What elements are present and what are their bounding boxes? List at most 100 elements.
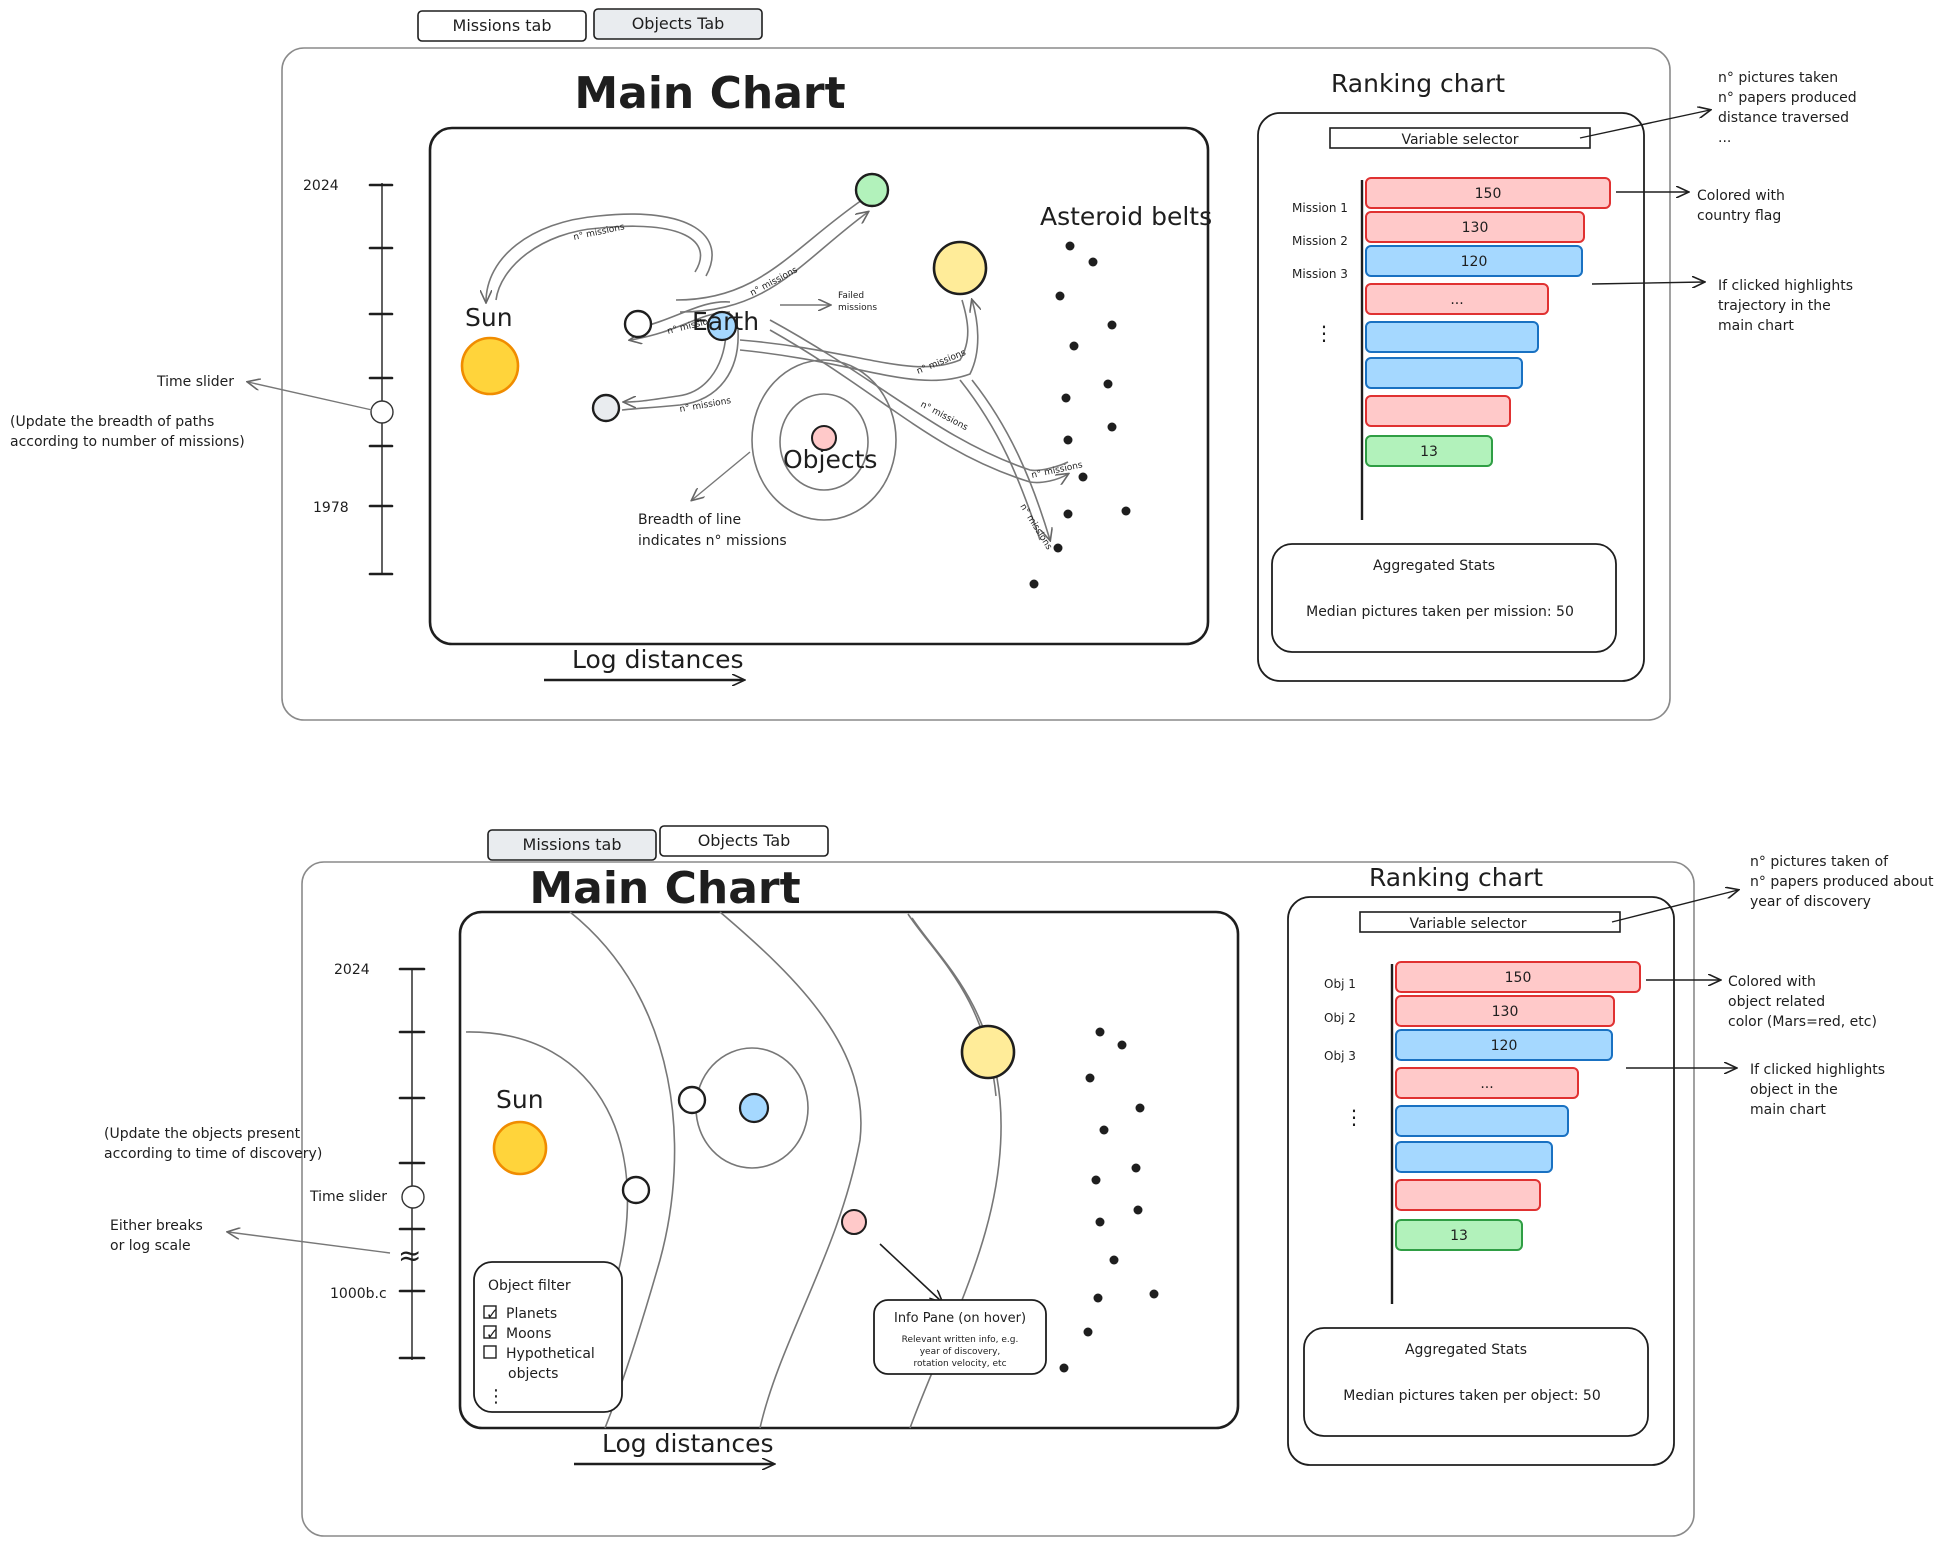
x-axis-label: Log distances: [572, 645, 744, 674]
failed-missions-line-1: Failed: [838, 291, 864, 301]
time-slider[interactable]: ≈: [398, 967, 426, 1360]
jupiter-body[interactable]: [960, 1024, 1016, 1080]
objects-orbit-outer: [751, 359, 897, 521]
selector-note-line-1: n° pictures taken of: [1750, 854, 1889, 870]
info-pane-line-2: year of discovery,: [920, 1347, 1001, 1357]
ranking-bar-label-2: 130: [1492, 1004, 1519, 1020]
ranking-bar-5[interactable]: [1365, 321, 1539, 353]
slider-top-year: 2024: [303, 178, 339, 194]
slider-break-symbol: ≈: [398, 1239, 421, 1272]
main-chart-canvas[interactable]: [428, 126, 1210, 646]
slider-note-line-1: (Update the breadth of paths: [10, 414, 214, 430]
earth-body[interactable]: [706, 310, 738, 342]
earth-label: Earth: [692, 307, 759, 336]
ranking-bar-7[interactable]: [1365, 395, 1511, 427]
jupiter-body[interactable]: [932, 240, 988, 296]
aggregated-stats-panel: Aggregated Stats Median pictures taken p…: [1303, 1327, 1649, 1437]
main-chart-title: Main Chart: [529, 863, 800, 914]
ranking-bar-7[interactable]: [1395, 1179, 1541, 1211]
info-pane-title: Info Pane (on hover): [894, 1311, 1026, 1326]
ranking-bar-1[interactable]: [1395, 961, 1641, 993]
ranking-bar-label-3: 120: [1491, 1038, 1518, 1054]
ranking-bar-3[interactable]: [1365, 245, 1583, 277]
tab-objects[interactable]: Objects Tab: [593, 8, 763, 40]
click-note-line-2: object in the: [1750, 1082, 1838, 1098]
info-pane-line-1: Relevant written info, e.g.: [902, 1335, 1019, 1345]
ranking-bar-4[interactable]: [1395, 1067, 1579, 1099]
ranking-chart-title: Ranking chart: [1369, 863, 1543, 892]
variable-selector[interactable]: Variable selector: [1359, 911, 1621, 933]
selector-note-line-3: distance traversed: [1718, 110, 1849, 126]
filter-planets-checkbox[interactable]: [483, 1305, 497, 1319]
ranking-bar-3[interactable]: [1395, 1029, 1613, 1061]
slider-handle[interactable]: [370, 400, 394, 424]
selector-note-line-1: n° pictures taken: [1718, 70, 1838, 86]
tab-missions-label: Missions tab: [453, 16, 552, 35]
mercury-body[interactable]: [621, 1175, 651, 1205]
ranking-bar-8[interactable]: [1365, 435, 1493, 467]
object-filter-panel: Object filter ✓ Planets ✓ Moons Hypothet…: [473, 1261, 623, 1413]
filter-hypothetical-checkbox[interactable]: [483, 1345, 497, 1359]
ranking-bar-5[interactable]: [1395, 1105, 1569, 1137]
tab-missions[interactable]: Missions tab: [487, 829, 657, 861]
x-axis-label: Log distances: [602, 1429, 774, 1458]
filter-moons-checkbox[interactable]: [483, 1325, 497, 1339]
filter-hypothetical[interactable]: Hypothetical objects: [483, 1345, 595, 1382]
venus-body[interactable]: [591, 393, 621, 423]
tab-objects[interactable]: Objects Tab: [659, 825, 829, 857]
earth-body[interactable]: [738, 1092, 770, 1124]
bar-note-line-1: Colored with: [1728, 974, 1816, 990]
click-note-line-1: If clicked highlights: [1718, 278, 1853, 294]
filter-moons-check: ✓: [486, 1325, 499, 1343]
bar-note-line-1: Colored with: [1697, 188, 1785, 204]
main-chart-canvas[interactable]: [458, 910, 1240, 1430]
time-slider-label: Time slider: [156, 374, 234, 390]
ranking-bar-2[interactable]: [1365, 211, 1585, 243]
variable-selector-label: Variable selector: [1409, 916, 1526, 932]
ranking-bar-8[interactable]: [1395, 1219, 1523, 1251]
click-note-line-1: If clicked highlights: [1750, 1062, 1885, 1078]
dashboard-frame: [301, 861, 1695, 1537]
asteroid-belt-dots: [1059, 1027, 1159, 1373]
ranking-row-3: Mission 3: [1292, 267, 1348, 281]
sun-body[interactable]: [492, 1120, 548, 1176]
ranking-bar-6[interactable]: [1395, 1141, 1553, 1173]
mercury-body[interactable]: [623, 309, 653, 339]
ranking-bar-4[interactable]: [1365, 283, 1549, 315]
tab-objects-label: Objects Tab: [698, 831, 791, 850]
object-filter-title: Object filter: [488, 1278, 571, 1294]
tab-objects-label: Objects Tab: [632, 14, 725, 33]
ranking-bar-label-8: 13: [1450, 1228, 1468, 1244]
slider-note-line-1: (Update the objects present: [104, 1126, 301, 1142]
mars-body[interactable]: [841, 1209, 867, 1235]
tab-missions[interactable]: Missions tab: [417, 10, 587, 42]
slider-handle[interactable]: [401, 1185, 425, 1209]
click-note-line-2: trajectory in the: [1718, 298, 1831, 314]
ranking-bar-label-4: ...: [1480, 1076, 1493, 1092]
break-note-line-2: or log scale: [110, 1238, 191, 1254]
ranking-bar-1[interactable]: [1365, 177, 1611, 209]
ranking-bar-label-1: 150: [1475, 186, 1502, 202]
objects-body[interactable]: [811, 425, 837, 451]
stats-title: Aggregated Stats: [1373, 558, 1495, 574]
missions-wireframe: Missions tab Objects Tab Main Chart 2024…: [10, 8, 1857, 721]
stats-text: Median pictures taken per mission: 50: [1306, 604, 1574, 620]
filter-planets-label: Planets: [506, 1306, 557, 1322]
ranking-bar-2[interactable]: [1395, 995, 1615, 1027]
filter-planets[interactable]: ✓ Planets: [483, 1305, 557, 1323]
filter-moons[interactable]: ✓ Moons: [483, 1325, 551, 1343]
tab-missions-label: Missions tab: [523, 835, 622, 854]
variable-selector[interactable]: Variable selector: [1329, 127, 1591, 149]
selector-note-line-2: n° papers produced: [1718, 90, 1857, 106]
time-slider[interactable]: [368, 183, 394, 576]
filter-hypothetical-label-wrap: objects: [508, 1366, 558, 1382]
stats-text: Median pictures taken per object: 50: [1343, 1388, 1600, 1404]
breadth-note-line-2: indicates n° missions: [638, 533, 787, 549]
ranking-bar-6[interactable]: [1365, 357, 1523, 389]
sun-body[interactable]: [460, 336, 520, 396]
mars-body[interactable]: [854, 172, 890, 208]
venus-body[interactable]: [677, 1085, 707, 1115]
